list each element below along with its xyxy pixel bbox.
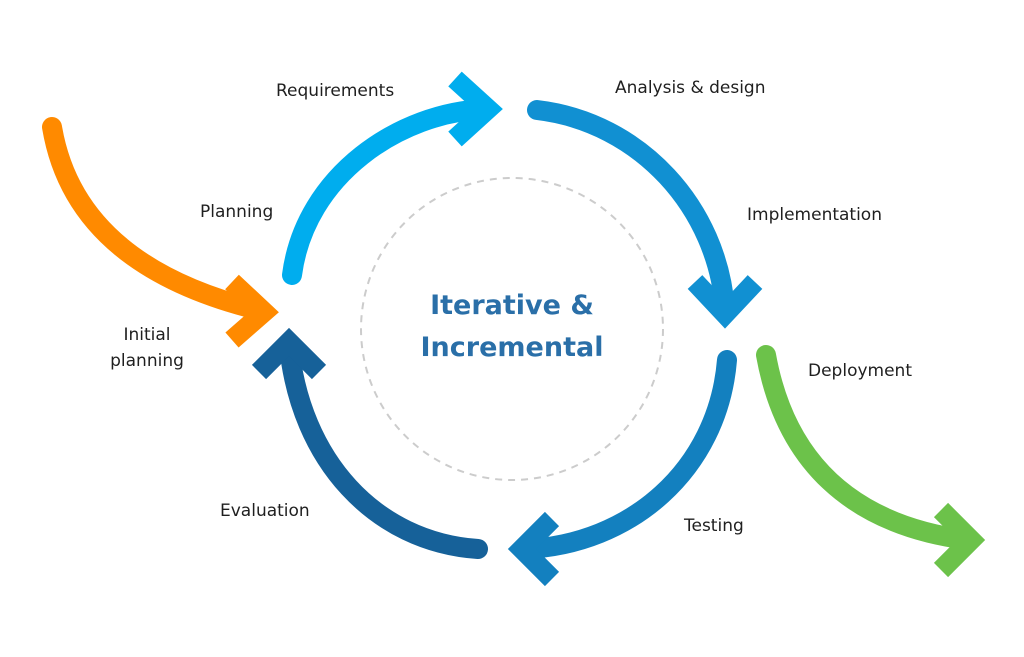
deployment-label: Deployment: [808, 361, 912, 381]
requirements-arrow: [282, 71, 503, 285]
requirements-label: Requirements: [276, 81, 395, 101]
evaluation-arrow: [251, 327, 488, 559]
center-title-line2: Incremental: [420, 332, 604, 363]
analysis-design-label: Analysis & design: [615, 78, 766, 98]
initial-planning-label: Initial planning: [100, 322, 194, 374]
center-title: Iterative & Incremental: [362, 285, 662, 369]
implementation-label: Implementation: [747, 205, 882, 225]
center-dashed-circle: [360, 177, 664, 481]
initial-planning-label-line1: Initial: [123, 325, 171, 345]
planning-label: Planning: [200, 202, 274, 222]
initial-planning-label-line2: planning: [110, 351, 184, 371]
center-title-line1: Iterative &: [430, 290, 594, 321]
initial-planning-arrow: [42, 117, 279, 348]
deployment-arrow: [756, 345, 986, 578]
testing-arrow: [507, 350, 737, 587]
testing-label: Testing: [684, 516, 744, 536]
evaluation-label: Evaluation: [220, 501, 310, 521]
analysis-design-arrow: [527, 100, 763, 329]
